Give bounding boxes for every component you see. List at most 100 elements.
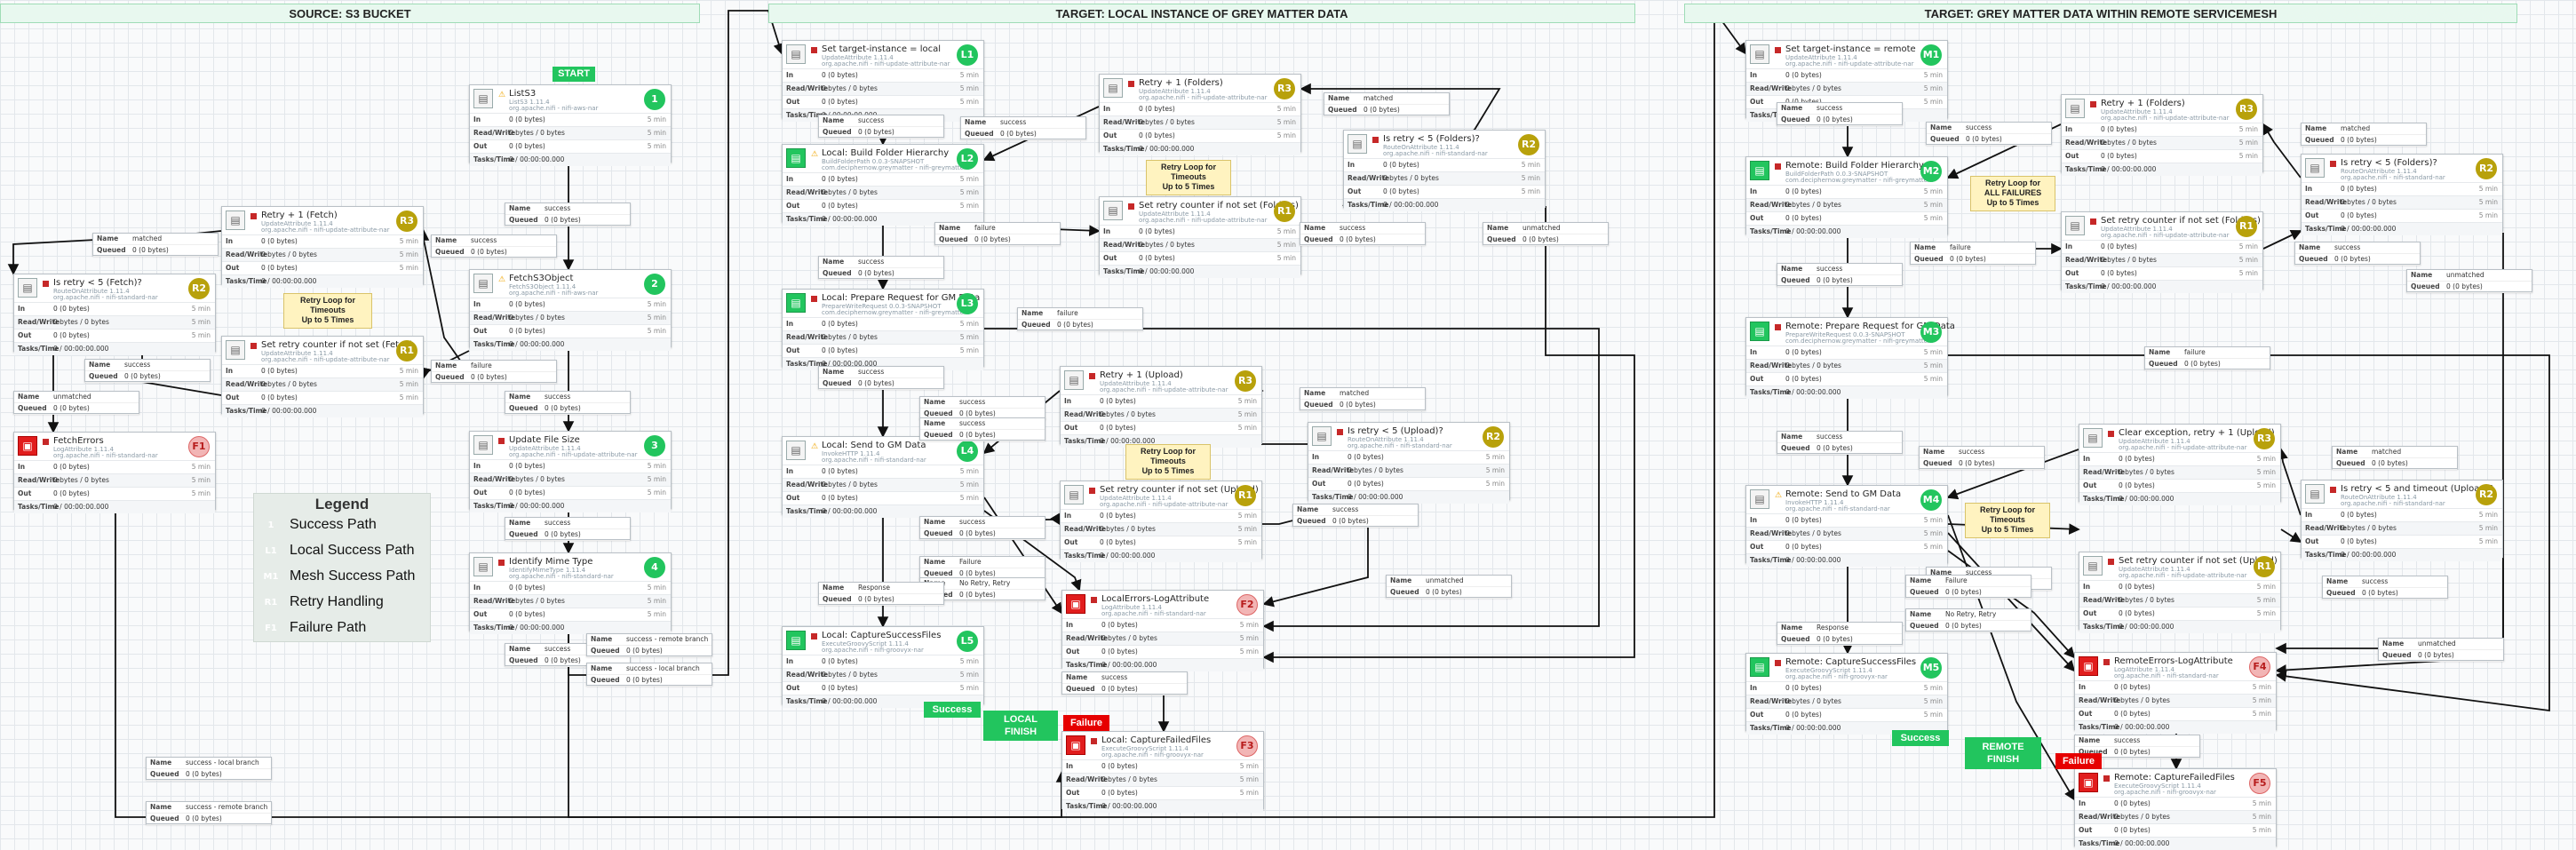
processor-pLR2b[interactable]: ▤Is retry < 5 (Upload)?RouteOnAttribute …	[1308, 422, 1510, 504]
processor-pR2[interactable]: ▤Is retry < 5 (Fetch)?RouteOnAttribute 1…	[13, 274, 216, 355]
stat-label: Read/Write	[18, 476, 60, 484]
processor-pLR1a[interactable]: ▤Set retry counter if not set (Folders)U…	[1099, 196, 1301, 278]
stat-window: 5 min	[1923, 684, 1943, 692]
connection-name-label: Name	[1066, 673, 1088, 681]
processor-pMR1a[interactable]: ▤Set retry counter if not set (Folders)U…	[2061, 211, 2263, 293]
stat-value: 0 / 00:00:00.000	[1101, 661, 1157, 669]
stat-value: 0 bytes / 0 bytes	[2341, 198, 2397, 206]
processor-pR1[interactable]: ▤Set retry counter if not set (Fetch)Upd…	[221, 336, 424, 417]
processor-pLR3b[interactable]: ▤Retry + 1 (Upload)UpdateAttribute 1.11.…	[1060, 366, 1262, 448]
processor-pMR2b[interactable]: ▤Is retry < 5 and timeout (Upload)?Route…	[2301, 480, 2503, 561]
processor-pMR1b[interactable]: ▤Set retry counter if not set (Upload)Up…	[2079, 552, 2281, 633]
processor-pMR3b[interactable]: ▤Clear exception, retry + 1 (Upload)Upda…	[2079, 424, 2281, 505]
processor-pMR3a[interactable]: ▤Retry + 1 (Folders)UpdateAttribute 1.11…	[2061, 94, 2263, 176]
processor-pMR2a[interactable]: ▤Is retry < 5 (Folders)?RouteOnAttribute…	[2301, 154, 2503, 235]
connection-queued-label: Queued	[1304, 235, 1333, 243]
processor-name: Is retry < 5 (Folders)?	[2341, 158, 2437, 168]
processor-pLR1b[interactable]: ▤Set retry counter if not set (Upload)Up…	[1060, 481, 1262, 562]
stat-window: 5 min	[2252, 683, 2271, 691]
processor-pLR3a[interactable]: ▤Retry + 1 (Folders)UpdateAttribute 1.11…	[1099, 74, 1301, 155]
section-header-2: TARGET: LOCAL INSTANCE OF GREY MATTER DA…	[768, 4, 1635, 23]
stat-label: Out	[1064, 424, 1078, 432]
legend-text: Failure Path	[290, 620, 367, 635]
stat-window: 5 min	[1923, 98, 1943, 106]
stat-window: 5 min	[959, 333, 979, 341]
processor-pLR2a[interactable]: ▤Is retry < 5 (Folders)?RouteOnAttribute…	[1343, 130, 1546, 211]
connection-name-label: Name	[2336, 448, 2358, 456]
processor-pR3[interactable]: ▤Retry + 1 (Fetch)UpdateAttribute 1.11.4…	[221, 206, 424, 288]
stat-value: 0 (0 bytes)	[509, 115, 545, 123]
stat-value: 0 (0 bytes)	[261, 393, 298, 401]
